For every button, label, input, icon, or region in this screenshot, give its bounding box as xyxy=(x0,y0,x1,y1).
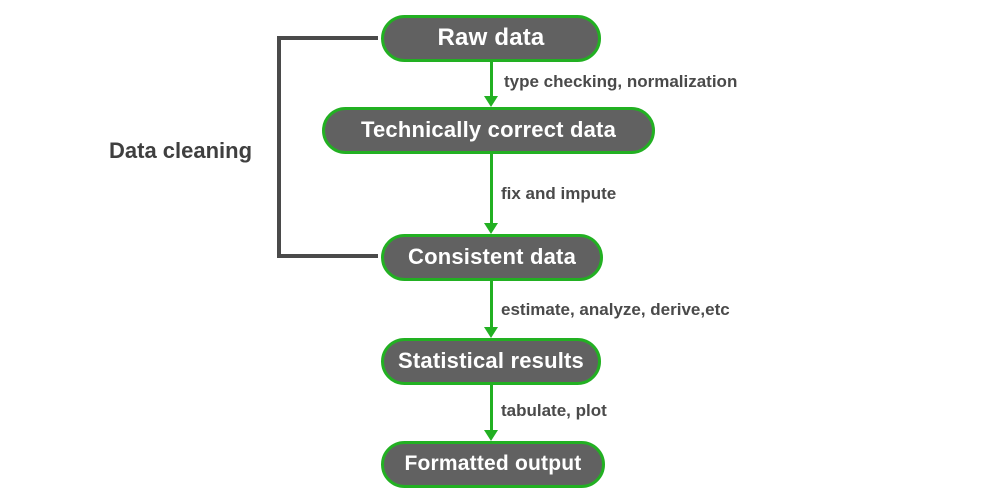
arrow-head xyxy=(484,327,498,338)
node-consistent-data-label: Consistent data xyxy=(407,243,577,269)
data-cleaning-bracket xyxy=(277,36,378,258)
group-label-data-cleaning: Data cleaning xyxy=(109,138,253,163)
node-raw-data-label: Raw data xyxy=(437,23,545,51)
node-formatted-output[interactable]: Formatted output xyxy=(381,441,605,488)
edge-label-type-checking-normalization: type checking, normalization xyxy=(504,72,738,91)
arrow-head xyxy=(484,430,498,441)
node-statistical-results-label: Statistical results xyxy=(398,347,584,373)
edge-label-estimate-analyze-derive: estimate, analyze, derive,etc xyxy=(501,300,730,319)
arrow-shaft xyxy=(490,281,493,328)
arrow-head xyxy=(484,96,498,107)
edge-label-tabulate-plot: tabulate, plot xyxy=(501,401,607,420)
node-consistent-data[interactable]: Consistent data xyxy=(381,234,603,281)
arrow-shaft xyxy=(490,62,493,97)
arrow-shaft xyxy=(490,154,493,224)
node-statistical-results[interactable]: Statistical results xyxy=(381,338,601,385)
node-raw-data[interactable]: Raw data xyxy=(381,15,601,62)
arrow-shaft xyxy=(490,385,493,431)
edge-label-fix-and-impute: fix and impute xyxy=(501,184,617,203)
node-technically-correct-data-label: Technically correct data xyxy=(360,116,617,142)
node-technically-correct-data[interactable]: Technically correct data xyxy=(322,107,655,154)
arrow-head xyxy=(484,223,498,234)
node-formatted-output-label: Formatted output xyxy=(404,452,582,475)
